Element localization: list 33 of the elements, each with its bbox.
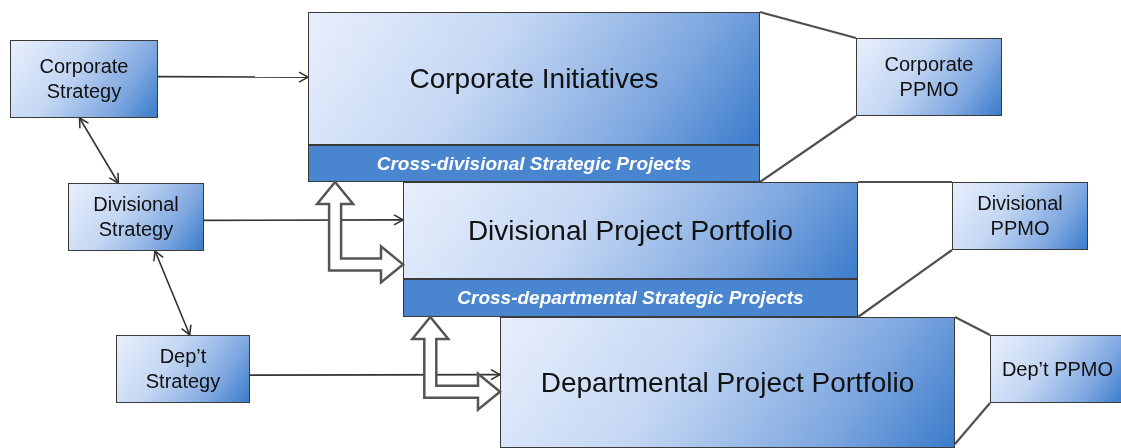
box-label: Corporate Initiatives	[408, 62, 660, 95]
label-box	[952, 182, 1088, 250]
connector-line	[954, 316, 991, 336]
portfolio-box	[308, 12, 760, 145]
connector-line	[858, 180, 952, 184]
box-label: Divisional Project Portfolio	[466, 214, 795, 247]
box-label: Corporate Strategy	[38, 54, 130, 104]
hollow-bent-arrow	[409, 315, 502, 413]
box-label: Cross-divisional Strategic Projects	[375, 152, 693, 175]
arrow	[157, 71, 309, 83]
portfolio-box	[403, 182, 858, 279]
label-box	[990, 335, 1121, 403]
double-arrow	[153, 250, 192, 336]
label-box	[68, 183, 204, 251]
box-label: Dep’t PPMO	[1000, 356, 1115, 382]
arrow	[249, 368, 501, 381]
box-label: Divisional PPMO	[976, 191, 1064, 241]
box-label: Corporate PPMO	[883, 52, 975, 102]
box-label: Cross-departmental Strategic Projects	[456, 287, 805, 309]
strategic-projects-band	[403, 279, 858, 317]
box-label: Departmental Project Portfolio	[539, 366, 916, 399]
label-box	[10, 40, 158, 118]
label-box	[856, 38, 1002, 116]
double-arrow	[78, 117, 120, 184]
box-label: Dep’t Strategy	[144, 344, 222, 394]
box-label: Divisional Strategy	[92, 192, 180, 242]
connector-line	[954, 402, 991, 445]
strategic-projects-band	[308, 145, 760, 182]
portfolio-box	[500, 317, 955, 448]
label-box	[116, 335, 250, 403]
connector-line	[759, 10, 857, 40]
arrow	[203, 214, 404, 226]
hollow-bent-arrow	[314, 180, 405, 286]
